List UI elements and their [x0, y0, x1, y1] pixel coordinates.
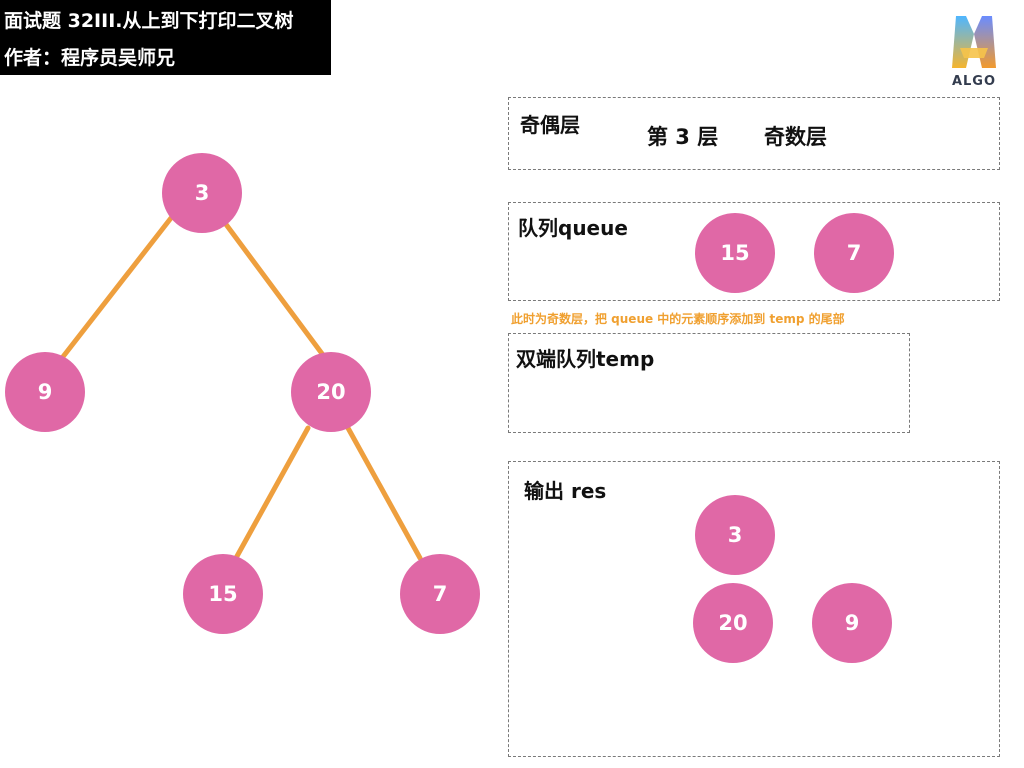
tree-node-15: 15 [183, 554, 263, 634]
title-block: 面试题 32III.从上到下打印二叉树 作者：程序员吴师兄 [0, 0, 331, 75]
res-panel-label: 输出 res [524, 479, 607, 503]
res-item-3: 3 [695, 495, 775, 575]
edge-3-20 [222, 220, 326, 358]
current-layer: 第 3 层 [647, 125, 719, 149]
edge-20-15 [233, 425, 311, 561]
queue-panel-label: 队列queue [518, 216, 628, 240]
tree-node-9: 9 [5, 352, 85, 432]
res-item-9: 9 [812, 583, 892, 663]
temp-panel-label: 双端队列temp [516, 347, 655, 371]
layer-panel-label: 奇偶层 [520, 113, 580, 137]
step-note: 此时为奇数层，把 queue 中的元素顺序添加到 temp 的尾部 [511, 312, 845, 326]
logo-text: ALGO [951, 74, 997, 89]
queue-item-7: 7 [814, 213, 894, 293]
queue-item-15: 15 [695, 213, 775, 293]
temp-panel: 双端队列temp [508, 333, 910, 433]
tree-node-7: 7 [400, 554, 480, 634]
algo-logo: ALGO [944, 12, 1004, 92]
edge-3-9 [59, 215, 174, 361]
res-item-20: 20 [693, 583, 773, 663]
tree-node-20: 20 [291, 352, 371, 432]
algo-logo-icon [952, 16, 996, 68]
tree-node-3: 3 [162, 153, 242, 233]
layer-panel: 奇偶层 第 3 层 奇数层 [508, 97, 1000, 170]
author-line: 作者：程序员吴师兄 [4, 47, 176, 69]
res-panel: 输出 res 3 20 9 [508, 461, 1000, 757]
binary-tree: 3 9 20 15 7 [0, 140, 500, 660]
layer-parity: 奇数层 [764, 125, 827, 149]
edge-20-7 [345, 425, 423, 561]
page-title: 面试题 32III.从上到下打印二叉树 [4, 10, 294, 32]
queue-panel: 队列queue 15 7 [508, 202, 1000, 301]
tree-edges [59, 215, 423, 561]
